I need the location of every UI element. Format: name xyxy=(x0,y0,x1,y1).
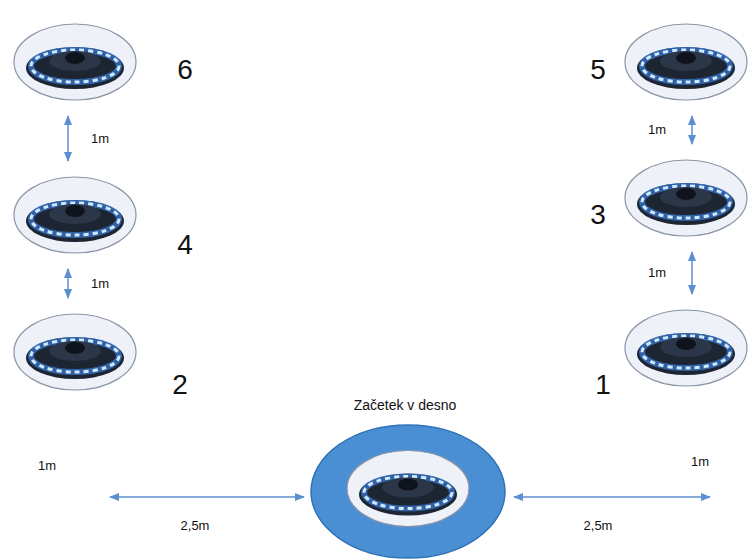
pod-dome xyxy=(65,52,85,64)
pod-cap xyxy=(49,204,101,224)
pod-shape xyxy=(624,158,748,238)
pod-cap xyxy=(49,51,101,71)
pod-outline xyxy=(14,24,136,100)
pod-number: 4 xyxy=(177,229,193,261)
pod-number: 5 xyxy=(590,54,606,86)
pod-outline xyxy=(347,451,469,527)
start-label: Začetek v desno xyxy=(354,397,457,413)
light-pod: 4 xyxy=(12,175,138,255)
pod-body xyxy=(637,47,735,89)
light-pod: 3 xyxy=(624,158,748,238)
pod-cap xyxy=(660,337,712,357)
pod-outline xyxy=(14,314,136,390)
pod-dome xyxy=(676,188,696,200)
pod-number: 6 xyxy=(177,54,193,86)
pod-led-ring xyxy=(31,203,119,235)
pod-body xyxy=(26,200,124,242)
dimension-connector xyxy=(691,252,693,294)
dimension-connector xyxy=(67,269,69,298)
pod-shape xyxy=(12,22,138,102)
pod-cap xyxy=(49,341,101,361)
pod-number: 1 xyxy=(595,369,611,401)
pod-shape xyxy=(624,308,748,388)
pod-glow xyxy=(31,50,119,82)
pod-dome xyxy=(398,479,418,491)
pod-cap xyxy=(660,187,712,207)
start-pod: Začetek v desno xyxy=(310,424,506,559)
light-pod: 6 xyxy=(12,22,138,102)
dimension-arrow xyxy=(110,496,304,498)
pod-glow xyxy=(642,186,730,218)
pod-dome xyxy=(676,52,696,64)
pod-number: 3 xyxy=(590,199,606,231)
pod-glow xyxy=(364,477,452,509)
pod-led-ring xyxy=(642,50,730,82)
pod-cap xyxy=(382,478,434,498)
pod-body xyxy=(637,333,735,375)
pod-number: 2 xyxy=(172,369,188,401)
pod-dome xyxy=(676,338,696,350)
pod-shape xyxy=(12,175,138,255)
pod-body xyxy=(637,183,735,225)
pod-body xyxy=(359,474,457,516)
start-zone xyxy=(311,425,505,558)
pod-glow xyxy=(642,50,730,82)
dimension-label: 1m xyxy=(648,123,666,138)
pod-dome xyxy=(65,342,85,354)
pod-led-ring xyxy=(642,186,730,218)
pod-led-ring xyxy=(31,340,119,372)
dimension-connector xyxy=(691,116,693,144)
dimension-label: 1m xyxy=(648,266,666,281)
pod-glow xyxy=(31,203,119,235)
pod-body xyxy=(26,47,124,89)
pod-glow xyxy=(642,336,730,368)
pod-outline xyxy=(625,160,747,236)
dimension-label: 1m xyxy=(691,455,709,470)
pod-body xyxy=(26,337,124,379)
pod-led-ring xyxy=(642,336,730,368)
pod-outline xyxy=(625,24,747,100)
dimension-label: 2,5m xyxy=(584,519,613,534)
pod-outline xyxy=(14,177,136,253)
dimension-connector xyxy=(67,116,69,161)
light-pod: 1 xyxy=(624,308,748,388)
pod-led-ring xyxy=(364,477,452,509)
dimension-label: 1m xyxy=(91,276,109,291)
dimension-label: 2,5m xyxy=(181,519,210,534)
dimension-label: 1m xyxy=(91,131,109,146)
pod-led-ring xyxy=(31,50,119,82)
pod-outline xyxy=(625,310,747,386)
light-pod: 5 xyxy=(624,22,748,102)
dimension-arrow xyxy=(514,496,710,498)
pod-glow xyxy=(31,340,119,372)
pod-dome xyxy=(65,205,85,217)
dimension-label: 1m xyxy=(38,459,56,474)
light-pod: 2 xyxy=(12,312,138,392)
pod-shape xyxy=(310,424,506,559)
pod-shape xyxy=(624,22,748,102)
pod-cap xyxy=(660,51,712,71)
pod-shape xyxy=(12,312,138,392)
